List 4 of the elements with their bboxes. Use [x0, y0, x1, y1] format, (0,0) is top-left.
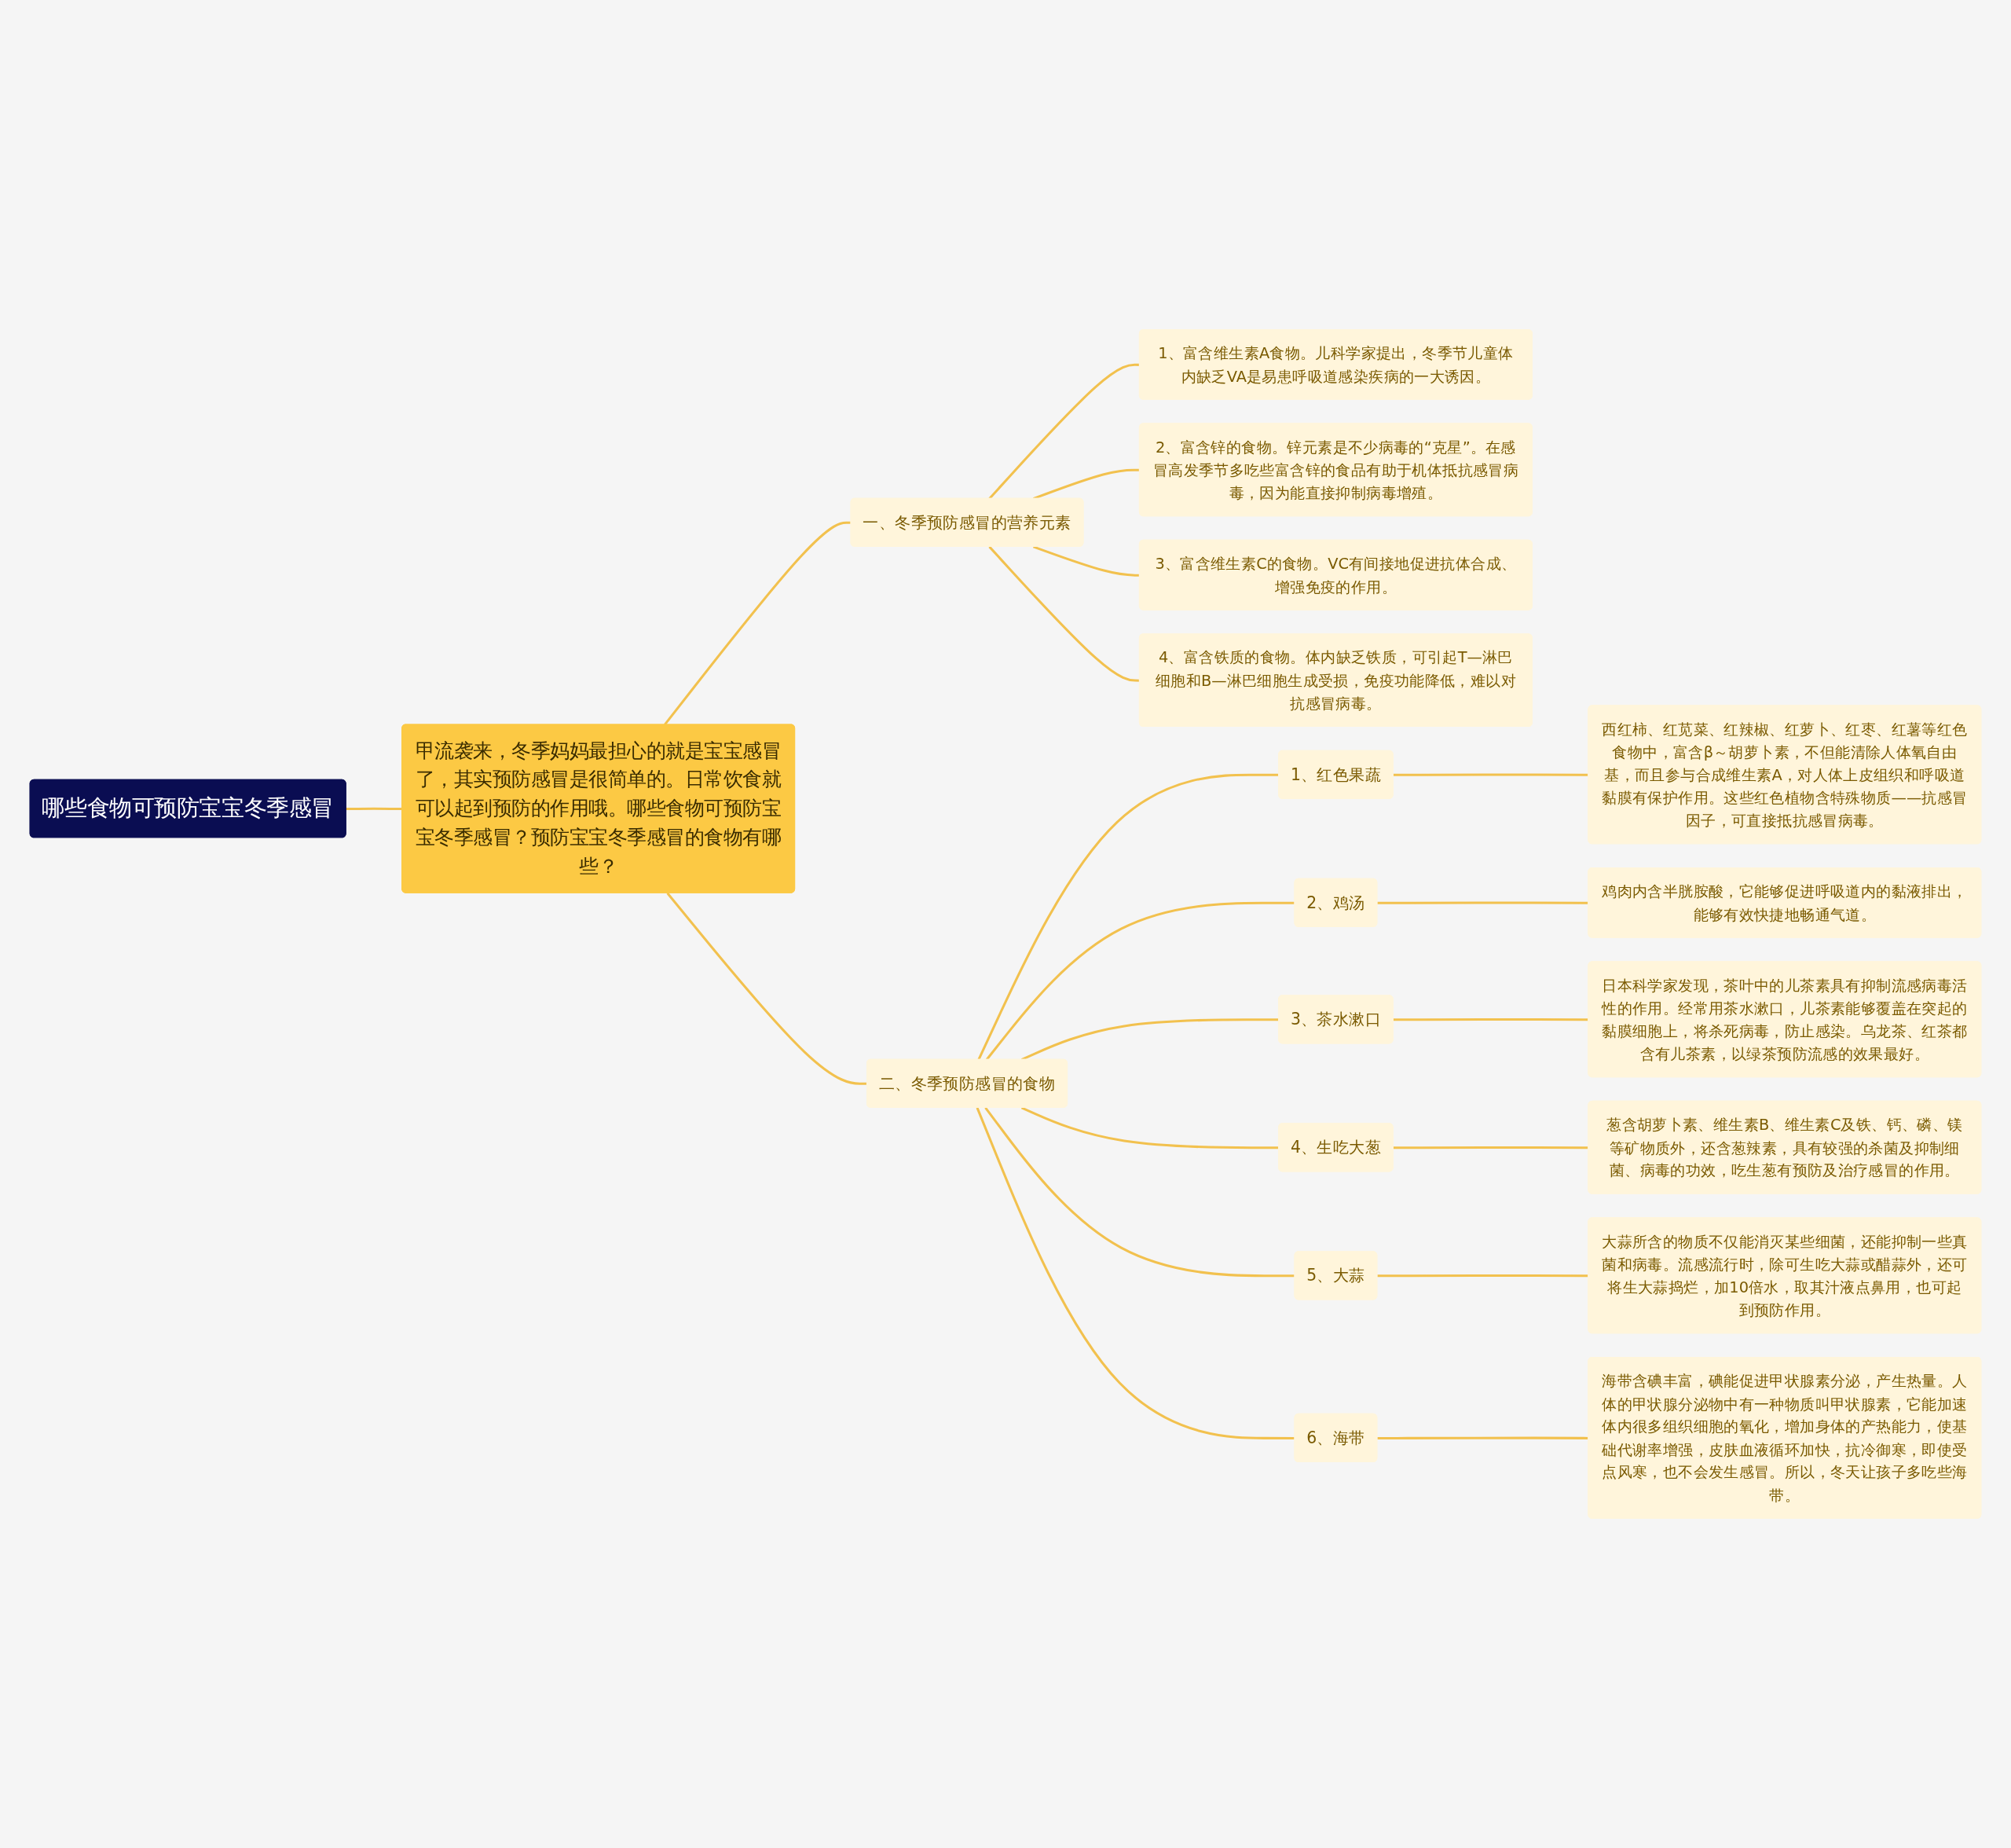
connector [988, 545, 1140, 682]
connector [988, 363, 1140, 500]
connector [666, 892, 867, 1085]
connector [1032, 545, 1140, 577]
